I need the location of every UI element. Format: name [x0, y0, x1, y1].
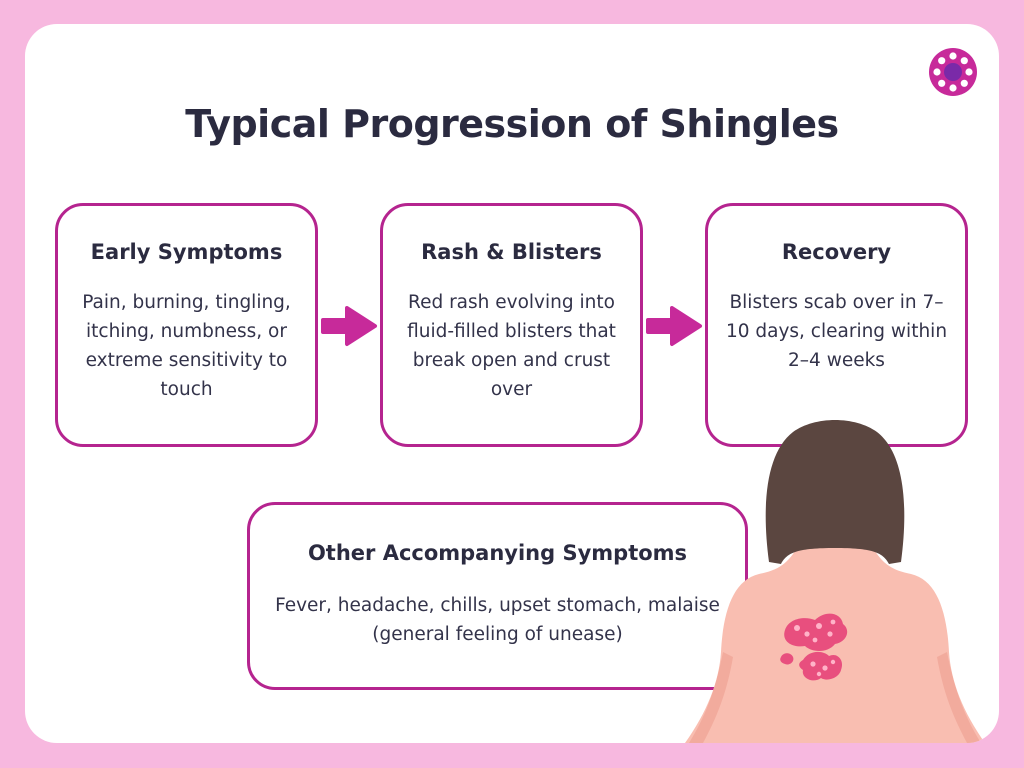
infographic-card: Typical Progression of Shingles Early Sy…	[25, 24, 999, 743]
rash-icon	[780, 613, 848, 681]
stage-rash-blisters: Rash & Blisters Red rash evolving into f…	[380, 203, 643, 447]
arrow-right-icon	[646, 306, 702, 346]
other-symptoms-box: Other Accompanying Symptoms Fever, heada…	[247, 502, 748, 690]
stage-early-symptoms: Early Symptoms Pain, burning, tingling, …	[55, 203, 318, 447]
page-title: Typical Progression of Shingles	[185, 102, 839, 146]
arrow-right-icon	[321, 306, 377, 346]
other-symptoms-heading: Other Accompanying Symptoms	[307, 541, 688, 565]
virus-logo-icon	[929, 48, 977, 96]
other-symptoms-text: Fever, headache, chills, upset stomach, …	[275, 595, 720, 645]
stage-recovery: Recovery Blisters scab over in 7–10 days…	[705, 203, 968, 447]
stage-heading: Early Symptoms	[90, 240, 283, 264]
stage-description: Pain, burning, tingling, itching, numbne…	[82, 292, 291, 400]
stage-heading: Recovery	[781, 240, 892, 264]
woman-back-rash-illustration	[685, 420, 985, 743]
stage-description: Blisters scab over in 7–10 days, clearin…	[725, 292, 948, 371]
stage-heading: Rash & Blisters	[421, 240, 602, 264]
stage-description: Red rash evolving into fluid-filled blis…	[407, 292, 616, 400]
